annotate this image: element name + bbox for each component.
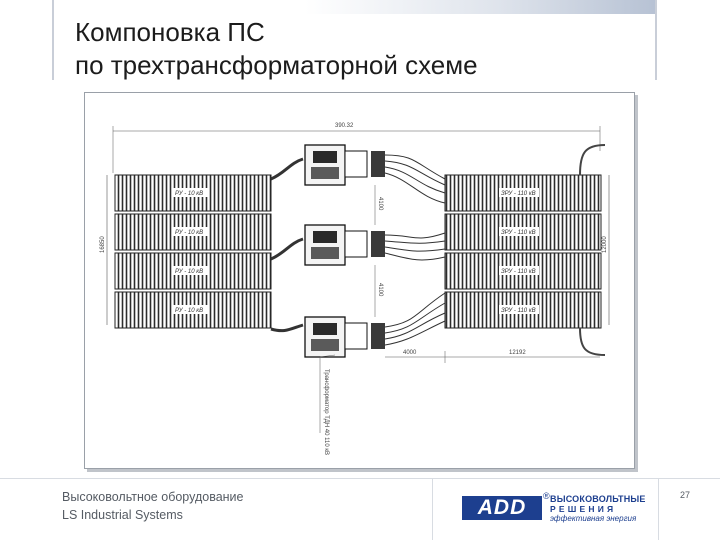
dimension-right: 12000 bbox=[602, 175, 610, 325]
footer-company: Высоковольтное оборудование LS Industria… bbox=[62, 488, 243, 524]
right-cell-label-3: ЗРУ - 110 кВ bbox=[501, 269, 536, 275]
dimension-right-label: 12000 bbox=[602, 236, 608, 253]
left-radiator-bank: РУ - 10 кВ РУ - 10 кВ РУ - 10 кВ РУ - 10… bbox=[114, 174, 272, 329]
left-cell-label-3: РУ - 10 кВ bbox=[175, 269, 203, 275]
footer-rule bbox=[0, 478, 720, 479]
dimension-left-label: 16850 bbox=[100, 236, 106, 253]
line-entries bbox=[579, 144, 606, 356]
footer-separator-right bbox=[658, 478, 659, 540]
left-cell-label-1: РУ - 10 кВ bbox=[175, 191, 203, 197]
right-cell-label-2: ЗРУ - 110 кВ bbox=[501, 230, 536, 236]
company-logo: ADD ® ВЫСОКОВОЛЬТНЫЕ РЕШЕНИЯ эффективная… bbox=[462, 491, 652, 524]
header-gradient-bar bbox=[305, 0, 655, 14]
dimension-top-label: 390.32 bbox=[335, 123, 354, 129]
logo-text-3: эффективная энергия bbox=[550, 514, 637, 523]
dimension-spacing-1: 4100 bbox=[377, 197, 383, 211]
dimension-bottom-1: 4000 bbox=[403, 350, 417, 356]
logo-text-2: РЕШЕНИЯ bbox=[550, 504, 617, 514]
logo-text-1: ВЫСОКОВОЛЬТНЫЕ bbox=[550, 494, 646, 504]
dimension-spacing-2: 4100 bbox=[377, 283, 383, 297]
right-cell-label-4: ЗРУ - 110 кВ bbox=[501, 308, 536, 314]
dimension-bottom-2: 12192 bbox=[509, 350, 526, 356]
left-cell-label-4: РУ - 10 кВ bbox=[175, 308, 203, 314]
footer-separator-left bbox=[432, 478, 433, 540]
slide-title: Компоновка ПС по трехтрансформаторной сх… bbox=[75, 16, 478, 82]
dimension-spacing: 4100 4100 bbox=[374, 185, 383, 317]
page-number: 27 bbox=[680, 490, 691, 500]
transformer-2 bbox=[270, 224, 446, 266]
transformer-note: Трансформатор ТДН 40 110 кВ bbox=[319, 354, 336, 455]
logo-registered: ® bbox=[543, 491, 550, 501]
footer-line-2: LS Industrial Systems bbox=[62, 508, 183, 522]
slide-title-line-2: по трехтрансформаторной схеме bbox=[75, 50, 478, 80]
header-rule-left bbox=[52, 0, 54, 80]
substation-layout-drawing: 390.32 16850 12000 РУ - 10 кВ РУ - 10 кВ… bbox=[84, 92, 635, 469]
left-cell-label-2: РУ - 10 кВ bbox=[175, 230, 203, 236]
slide-title-line-1: Компоновка ПС bbox=[75, 17, 265, 47]
layout-svg: 390.32 16850 12000 РУ - 10 кВ РУ - 10 кВ… bbox=[100, 123, 610, 455]
dimension-top: 390.32 bbox=[112, 123, 601, 173]
dimension-bottom: 4000 12192 bbox=[385, 350, 600, 363]
right-cell-label-1: ЗРУ - 110 кВ bbox=[501, 191, 536, 197]
right-radiator-bank: ЗРУ - 110 кВ ЗРУ - 110 кВ ЗРУ - 110 кВ З… bbox=[444, 174, 602, 329]
transformer-1 bbox=[270, 144, 446, 204]
logo-mark: ADD bbox=[462, 496, 542, 520]
transformer-note-label: Трансформатор ТДН 40 110 кВ bbox=[323, 369, 329, 455]
dimension-left: 16850 bbox=[100, 175, 108, 325]
transformer-3 bbox=[270, 292, 446, 358]
header-rule-right bbox=[655, 0, 657, 80]
footer-line-1: Высоковольтное оборудование bbox=[62, 490, 244, 504]
